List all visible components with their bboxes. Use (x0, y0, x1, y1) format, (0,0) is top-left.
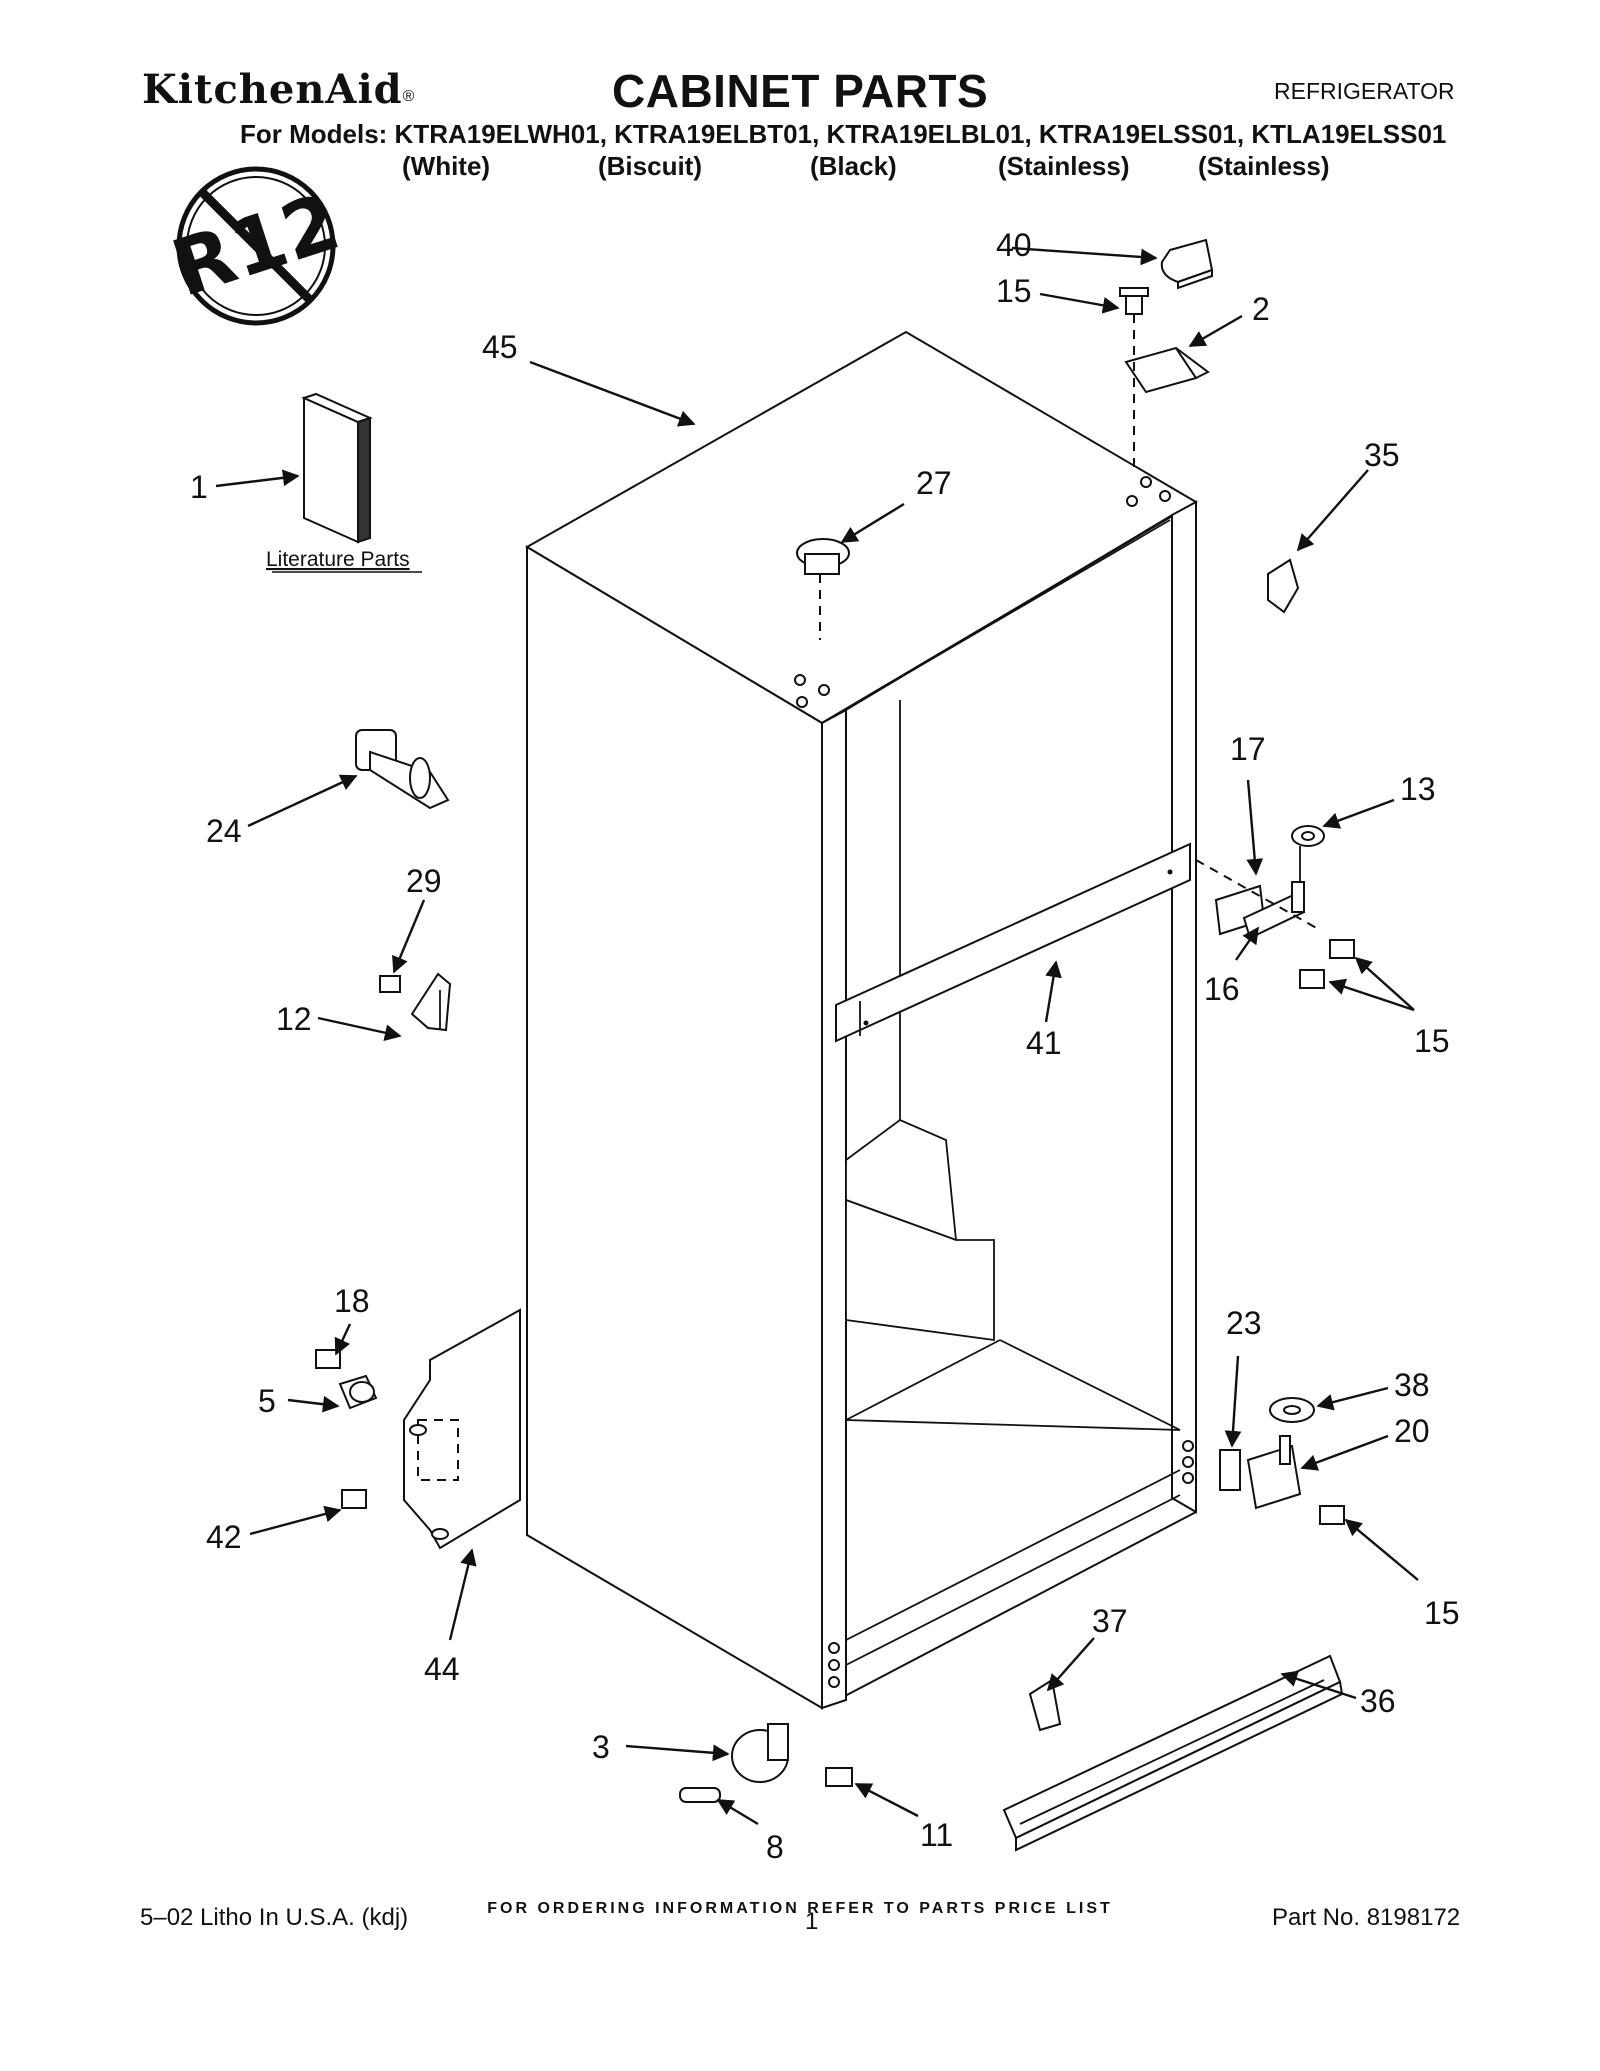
callout-15-bottom: 15 (1424, 1595, 1460, 1631)
callout-numbers: 1 2 3 5 8 11 12 13 15 15 15 16 17 18 20 … (190, 227, 1460, 1865)
callout-40: 40 (996, 227, 1032, 263)
models-line: For Models: KTRA19ELWH01, KTRA19ELBT01, … (240, 119, 1447, 149)
finish-white: (White) (402, 151, 491, 181)
callout-18: 18 (334, 1283, 370, 1319)
part-number: Part No. 8198172 (1272, 1904, 1461, 1931)
callout-45: 45 (482, 329, 518, 365)
leveling-leg-bolt (355, 729, 450, 810)
callout-42: 42 (206, 1519, 242, 1555)
finish-biscuit: (Biscuit) (598, 151, 702, 181)
registered-mark: ® (402, 88, 416, 105)
plug-button (796, 538, 850, 640)
no-r12-badge: R12 (162, 166, 350, 326)
shim (1219, 1449, 1241, 1491)
refrigerator-cabinet (525, 330, 1198, 1710)
finish-black: (Black) (810, 151, 897, 181)
toe-grille (1002, 1654, 1344, 1852)
callout-11: 11 (920, 1817, 953, 1853)
callout-20: 20 (1394, 1413, 1430, 1449)
litho-info: 5–02 Litho In U.S.A. (kdj) (140, 1904, 409, 1931)
callout-16: 16 (1204, 971, 1240, 1007)
leader-lines (215, 246, 1419, 1826)
literature-parts-label: Literature Parts (266, 548, 410, 571)
callout-27: 27 (916, 465, 952, 501)
callout-23: 23 (1226, 1305, 1262, 1341)
center-hinge-assembly (1195, 825, 1355, 989)
callout-36: 36 (1360, 1683, 1396, 1719)
callout-41: 41 (1026, 1025, 1062, 1061)
callout-5: 5 (258, 1383, 276, 1419)
clip (1267, 558, 1300, 614)
callout-8: 8 (766, 1829, 784, 1865)
callout-44: 44 (424, 1651, 460, 1687)
bottom-hinge-assembly (1246, 1397, 1345, 1525)
callout-1: 1 (190, 469, 208, 505)
ordering-note: FOR ORDERING INFORMATION REFER TO PARTS … (487, 1900, 1113, 1917)
callout-15-top: 15 (996, 273, 1032, 309)
finish-stainless-2: (Stainless) (1198, 151, 1330, 181)
callout-24: 24 (206, 813, 242, 849)
callout-12: 12 (276, 1001, 312, 1037)
page-title: CABINET PARTS (612, 65, 989, 117)
page-number: 1 (805, 1908, 819, 1935)
callout-2: 2 (1252, 291, 1270, 327)
callout-35: 35 (1364, 437, 1400, 473)
brand-logo: KitchenAid® (142, 66, 415, 113)
literature-booklet (301, 392, 373, 544)
product-type: REFRIGERATOR (1274, 78, 1455, 104)
callout-13: 13 (1400, 771, 1436, 807)
grille-clip (1028, 1678, 1062, 1732)
finish-stainless-1: (Stainless) (998, 151, 1130, 181)
side-bracket-assembly (315, 1308, 521, 1550)
callout-3: 3 (592, 1729, 610, 1765)
brand-name: KitchenAid (142, 66, 403, 113)
callout-17: 17 (1230, 731, 1266, 767)
top-hinge-assembly (1119, 287, 1210, 470)
bracket-with-screw (379, 972, 452, 1032)
callout-29: 29 (406, 863, 442, 899)
callout-37: 37 (1092, 1603, 1128, 1639)
callout-15-center: 15 (1414, 1023, 1450, 1059)
callout-38: 38 (1394, 1367, 1430, 1403)
leveling-leg-assembly (679, 1723, 853, 1803)
